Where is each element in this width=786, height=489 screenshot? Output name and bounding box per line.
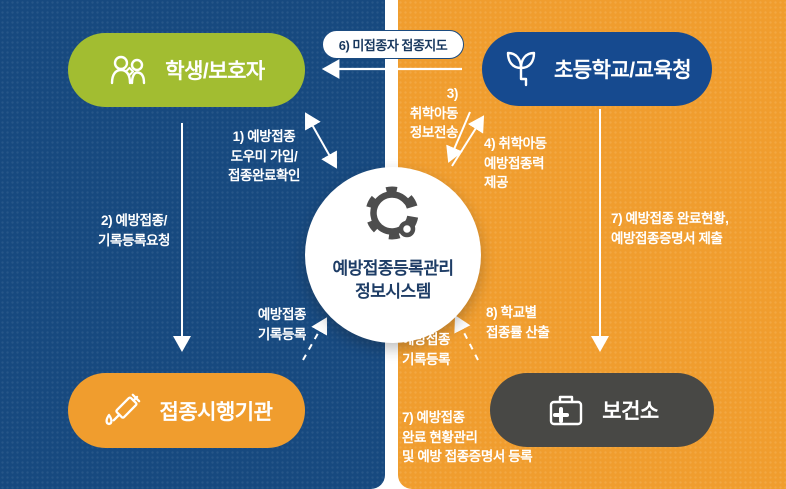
flow-record-left-label: 예방접종 기록등록: [257, 307, 306, 342]
node-public-health-center: 보건소: [490, 373, 714, 447]
flow-step6-badge: 6) 미접종자 접종지도: [322, 30, 464, 59]
syringe-icon: [101, 390, 145, 432]
node-vaccination-provider-label: 접종시행기관: [159, 400, 273, 424]
node-information-system: 예방접종등록관리 정보시스템: [305, 167, 481, 343]
flow-step6-label: 6) 미접종자 접종지도: [338, 38, 448, 53]
flow-step1-label: 1) 예방접종 도우미 가입/ 접종완료확인: [227, 129, 301, 183]
flow-step7-school-label: 7) 예방접종 완료현황, 예방접종증명서 제출: [611, 211, 729, 246]
sprout-icon: [503, 48, 539, 90]
node-school-education-office-label: 초등학교/교육청: [553, 59, 692, 82]
flow-step3-label: 3) 취학아동 정보전송: [409, 86, 458, 140]
node-public-health-center-label: 보건소: [602, 400, 659, 423]
flow-step8-label: 8) 학교별 접종률 산출: [486, 305, 550, 340]
flow-step2-label: 2) 예방접종/ 기록등록요청: [97, 213, 171, 248]
gear-icon: [357, 184, 429, 253]
people-icon: [108, 54, 150, 86]
flow-step4-label: 4) 취학아동 예방접종력 제공: [484, 136, 547, 190]
node-student-guardian-label: 학생/보호자: [165, 60, 265, 83]
system-label: 예방접종등록관리 정보시스템: [332, 259, 454, 301]
node-vaccination-provider: 접종시행기관: [68, 373, 305, 448]
flow-record-right-label: 예방접종 기록등록: [402, 332, 451, 367]
node-school-education-office: 초등학교/교육청: [482, 32, 712, 106]
first-aid-icon: [545, 391, 587, 429]
node-student-guardian: 학생/보호자: [68, 33, 305, 107]
flow-step7-health-label: 7) 예방접종 완료 현황관리 및 예방 접종증명서 등록: [402, 410, 533, 464]
